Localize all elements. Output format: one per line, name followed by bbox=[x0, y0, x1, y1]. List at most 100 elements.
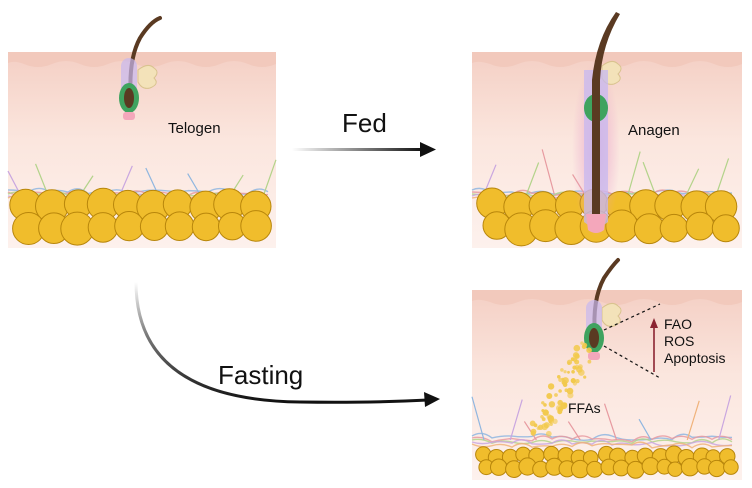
ffa-particle bbox=[571, 370, 575, 374]
ffa-particle bbox=[541, 409, 545, 412]
increase-arrow-icon bbox=[650, 318, 658, 328]
ffa-particle bbox=[547, 383, 555, 390]
fat-cell bbox=[164, 211, 195, 241]
ffa-label: FFAs bbox=[568, 400, 601, 416]
fat-cell bbox=[680, 458, 700, 477]
ffa-particle bbox=[580, 341, 584, 345]
telogen-fat-layer bbox=[9, 187, 272, 246]
vessel-branch bbox=[686, 400, 700, 441]
ffa-particle bbox=[548, 418, 554, 424]
ffa-particle bbox=[552, 418, 558, 424]
vessel-branch bbox=[718, 395, 732, 441]
vessel bbox=[471, 435, 733, 443]
ffa-particle bbox=[567, 392, 574, 399]
ffa-particle bbox=[545, 430, 552, 437]
fasting-follicle bbox=[584, 258, 622, 360]
anagen-label: Anagen bbox=[628, 122, 680, 139]
fat-cell bbox=[723, 459, 739, 475]
fat-cell bbox=[708, 459, 726, 478]
ffa-particle bbox=[567, 361, 571, 365]
ffa-particle bbox=[554, 393, 558, 397]
ffa-particle bbox=[586, 347, 592, 354]
zoom-line-lower bbox=[603, 345, 661, 379]
telogen-sebaceous-gland bbox=[137, 64, 158, 89]
ffa-particle bbox=[557, 409, 563, 415]
fat-cell bbox=[570, 459, 590, 479]
ffa-particle bbox=[557, 399, 563, 406]
anagen-papilla bbox=[586, 214, 606, 233]
fat-cell bbox=[685, 211, 715, 241]
ffa-particle bbox=[572, 365, 577, 370]
vessel-branch bbox=[541, 149, 555, 195]
fat-cell bbox=[240, 210, 272, 242]
ffa-particle bbox=[563, 402, 568, 407]
ffa-particle bbox=[549, 422, 553, 426]
fasting-epidermis bbox=[472, 290, 742, 305]
anagen-panel bbox=[471, 12, 742, 248]
fat-cell bbox=[667, 461, 683, 477]
fat-cell bbox=[87, 212, 119, 243]
fasting-vessels bbox=[471, 395, 733, 449]
fasting-papilla bbox=[588, 352, 600, 360]
ffa-particle bbox=[533, 423, 538, 428]
fed-arrow bbox=[292, 142, 436, 157]
fasting-arrowhead-icon bbox=[424, 392, 440, 407]
effect-fao: FAO bbox=[664, 316, 693, 332]
fasting-label: Fasting bbox=[218, 360, 304, 390]
fat-cell bbox=[191, 212, 221, 242]
ffa-particle bbox=[587, 359, 592, 364]
vessel-branch bbox=[471, 396, 485, 441]
fat-cell bbox=[114, 211, 145, 242]
effect-ros: ROS bbox=[664, 333, 695, 349]
fat-cell bbox=[659, 213, 689, 243]
ffa-particle bbox=[548, 401, 556, 408]
ffa-particle bbox=[537, 424, 544, 430]
fat-cell bbox=[612, 459, 630, 477]
ffa-particle bbox=[546, 393, 553, 399]
anagen-epidermis bbox=[472, 52, 742, 67]
vessel-branch bbox=[526, 162, 540, 195]
anagen-follicle bbox=[572, 12, 622, 240]
ffa-particle bbox=[541, 401, 545, 405]
fasting-sebaceous-gland bbox=[601, 302, 622, 327]
fat-cell bbox=[626, 460, 645, 479]
telogen-papilla bbox=[123, 112, 135, 120]
ffa-particle bbox=[541, 417, 546, 422]
telogen-panel bbox=[7, 16, 277, 248]
ffa-particles bbox=[529, 341, 592, 437]
effect-apoptosis: Apoptosis bbox=[664, 350, 726, 366]
fat-cell bbox=[139, 212, 169, 241]
vessel bbox=[471, 441, 733, 449]
ffa-particle bbox=[557, 375, 561, 379]
telogen-label: Telogen bbox=[168, 120, 221, 137]
ffa-particle bbox=[583, 375, 587, 379]
vessel-branch bbox=[509, 399, 523, 441]
vessel bbox=[471, 432, 733, 442]
ffa-particle bbox=[558, 377, 563, 382]
vessel-branch bbox=[627, 151, 641, 195]
fat-cell bbox=[490, 458, 508, 476]
anagen-hair-shaft bbox=[592, 12, 620, 226]
ffa-particle bbox=[576, 366, 583, 373]
ffa-particle bbox=[573, 344, 581, 352]
ffa-particle bbox=[574, 353, 580, 359]
ffa-particle bbox=[567, 370, 570, 374]
fed-arrowhead-icon bbox=[420, 142, 436, 157]
vessel-branch bbox=[603, 403, 618, 441]
fed-label: Fed bbox=[342, 108, 387, 138]
fasting-panel bbox=[471, 258, 742, 480]
fasting-fat-layer bbox=[475, 445, 739, 479]
vessel-branch bbox=[263, 159, 277, 195]
ffa-particle bbox=[561, 380, 565, 384]
ffa-particle bbox=[572, 357, 578, 362]
fat-cell bbox=[711, 214, 740, 243]
zoom-line-upper bbox=[603, 303, 661, 331]
telogen-follicle bbox=[119, 16, 162, 120]
fat-cell bbox=[586, 460, 603, 478]
ffa-particle bbox=[543, 403, 547, 407]
fasting-arrow bbox=[134, 281, 440, 407]
vessel-branch bbox=[686, 168, 700, 195]
ffa-particle bbox=[581, 344, 587, 350]
ffa-particle bbox=[543, 422, 550, 429]
